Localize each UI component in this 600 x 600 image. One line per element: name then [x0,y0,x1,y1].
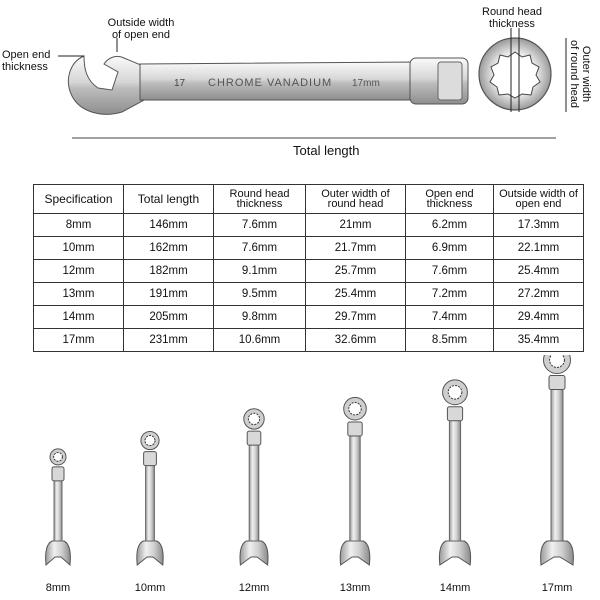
total-length-label: Total length [293,143,360,158]
shaft-engraving-right: 17mm [352,78,380,89]
cell-total-length: 205mm [123,305,214,329]
flex-hinge [548,375,566,390]
cell-outside-width-open-end: 17.3mm [493,213,584,237]
cell-outer-width-round-head: 21mm [305,213,406,237]
wrench-shaft [550,383,564,542]
wrench-shaft [448,414,462,542]
cell-outer-width-round-head: 29.7mm [305,305,406,329]
wrench-shaft [349,429,361,542]
cell-open-end-thickness: 7.2mm [405,282,494,306]
ring-head-opening [348,401,362,416]
spec-table: Specification Total length Round head th… [33,184,584,352]
cell-open-end-thickness: 7.6mm [405,259,494,283]
open-end-thickness-label: Open end thickness [2,49,51,73]
cell-open-end-thickness: 6.2mm [405,213,494,237]
table-row: 14mm 205mm 9.8mm 29.7mm 7.4mm 29.4mm [33,305,584,329]
cell-round-head-thickness: 10.6mm [213,328,306,352]
shaft-engraving-center: CHROME VANADIUM [208,77,332,89]
open-end-jaw [68,55,149,115]
cell-spec: 8mm [33,213,124,237]
cell-total-length: 162mm [123,236,214,260]
size-label-12mm: 12mm [238,582,270,594]
wrench-8mm [45,448,71,567]
wrench-14mm [438,379,472,566]
flex-hinge [446,406,464,422]
table-row: 8mm 146mm 7.6mm 21mm 6.2mm 17.3mm [33,213,584,237]
shaft-engraving-left: 17 [174,78,186,89]
cell-outer-width-round-head: 25.4mm [305,282,406,306]
wrench-shaft [145,459,155,542]
round-head-thickness-label: Round head thickness [482,6,542,30]
cell-round-head-thickness: 9.1mm [213,259,306,283]
outer-width-round-head-label: Outer width of round head [568,40,592,108]
table-row: 13mm 191mm 9.5mm 25.4mm 7.2mm 27.2mm [33,282,584,306]
cell-spec: 14mm [33,305,124,329]
ring-head-opening [247,412,261,426]
table-header-row: Specification Total length Round head th… [33,184,584,214]
cell-round-head-thickness: 7.6mm [213,236,306,260]
col-header-specification: Specification [33,184,124,214]
cell-outside-width-open-end: 25.4mm [493,259,584,283]
cell-outer-width-round-head: 25.7mm [305,259,406,283]
cell-total-length: 191mm [123,282,214,306]
cell-spec: 10mm [33,236,124,260]
wrench-13mm [339,396,371,566]
col-header-open-end-thickness: Open end thickness [405,184,494,214]
cell-total-length: 231mm [123,328,214,352]
col-header-outside-width-open-end: Outside width of open end [493,184,584,214]
cell-outside-width-open-end: 22.1mm [493,236,584,260]
cell-open-end-thickness: 8.5mm [405,328,494,352]
cell-spec: 12mm [33,259,124,283]
size-label-14mm: 14mm [439,582,471,594]
cell-outside-width-open-end: 27.2mm [493,282,584,306]
cell-total-length: 182mm [123,259,214,283]
size-label-17mm: 17mm [541,582,573,594]
flex-hinge [246,430,262,446]
open-end-jaw [339,540,371,566]
cell-outer-width-round-head: 32.6mm [305,328,406,352]
col-header-round-head-thickness: Round head thickness [213,184,306,214]
cell-open-end-thickness: 6.9mm [405,236,494,260]
wrench-12mm [239,408,269,566]
wrench-shaft [248,438,260,542]
cell-round-head-thickness: 7.6mm [213,213,306,237]
cell-round-head-thickness: 9.5mm [213,282,306,306]
open-end-jaw [438,540,472,566]
wrench-17mm [540,355,574,566]
ring-head-opening [144,435,156,447]
cell-outside-width-open-end: 35.4mm [493,328,584,352]
ring-head-opening [53,451,63,462]
cell-outer-width-round-head: 21.7mm [305,236,406,260]
flex-hinge [347,421,363,437]
open-end-jaw [136,540,164,566]
hero-wrench-diagram: 17 CHROME VANADIUM 17mm [58,28,567,139]
outside-width-open-end-label: Outside width of open end [107,17,175,41]
cell-total-length: 146mm [123,213,214,237]
col-header-total-length: Total length [123,184,214,214]
wrench-lineup [45,355,574,567]
open-end-jaw [239,540,269,566]
cell-round-head-thickness: 9.8mm [213,305,306,329]
cell-open-end-thickness: 7.4mm [405,305,494,329]
cell-outside-width-open-end: 29.4mm [493,305,584,329]
open-end-jaw [45,540,71,567]
flex-hinge [143,451,157,467]
ring-head-opening [549,355,565,368]
wrench-10mm [136,430,164,566]
size-label-13mm: 13mm [339,582,371,594]
open-end-jaw [540,540,574,566]
size-label-8mm: 8mm [45,582,71,594]
cell-spec: 13mm [33,282,124,306]
size-label-10mm: 10mm [134,582,166,594]
table-row: 17mm 231mm 10.6mm 32.6mm 8.5mm 35.4mm [33,328,584,352]
ring-head-opening [447,384,463,400]
cell-spec: 17mm [33,328,124,352]
wrench-shaft [53,474,63,542]
col-header-outer-width-round-head: Outer width of round head [305,184,406,214]
table-row: 12mm 182mm 9.1mm 25.7mm 7.6mm 25.4mm [33,259,584,283]
table-row: 10mm 162mm 7.6mm 21.7mm 6.9mm 22.1mm [33,236,584,260]
flex-hinge [51,466,65,482]
ring-head-teeth [489,51,541,99]
